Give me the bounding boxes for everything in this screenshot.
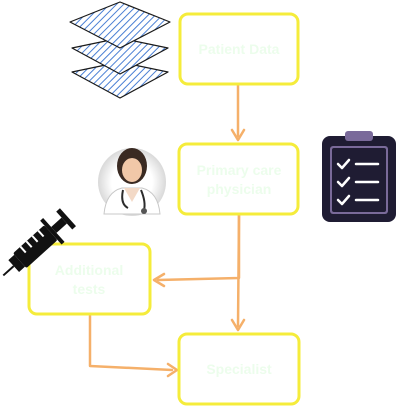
arrowheads xyxy=(152,128,246,378)
arrowhead-tests xyxy=(152,272,166,288)
connectors xyxy=(88,82,241,372)
arrowhead-specialist-left xyxy=(166,362,179,378)
primary-care-label-line2: physician xyxy=(207,181,272,197)
arrow-primary-to-tests xyxy=(156,212,241,282)
node-patient-data[interactable]: Patient Data xyxy=(178,12,300,86)
specialist-label: Specialist xyxy=(206,361,272,377)
clipboard-checklist-icon xyxy=(322,131,396,222)
arrowhead-specialist-top xyxy=(230,318,246,332)
node-specialist[interactable]: Specialist xyxy=(177,332,301,406)
additional-tests-label-line1: Additional xyxy=(55,262,123,278)
syringe-icon xyxy=(2,208,76,277)
arrowhead-primary xyxy=(230,128,246,142)
node-additional-tests[interactable]: Additional tests xyxy=(27,242,152,316)
arrow-tests-to-specialist xyxy=(88,314,174,372)
patient-data-label: Patient Data xyxy=(199,41,280,57)
additional-tests-label-line2: tests xyxy=(73,281,106,297)
doctor-avatar-icon xyxy=(98,148,166,216)
layers-icon xyxy=(69,1,171,99)
primary-care-label-line1: Primary care xyxy=(197,162,282,178)
node-primary-care-physician[interactable]: Primary care physician xyxy=(177,142,300,216)
